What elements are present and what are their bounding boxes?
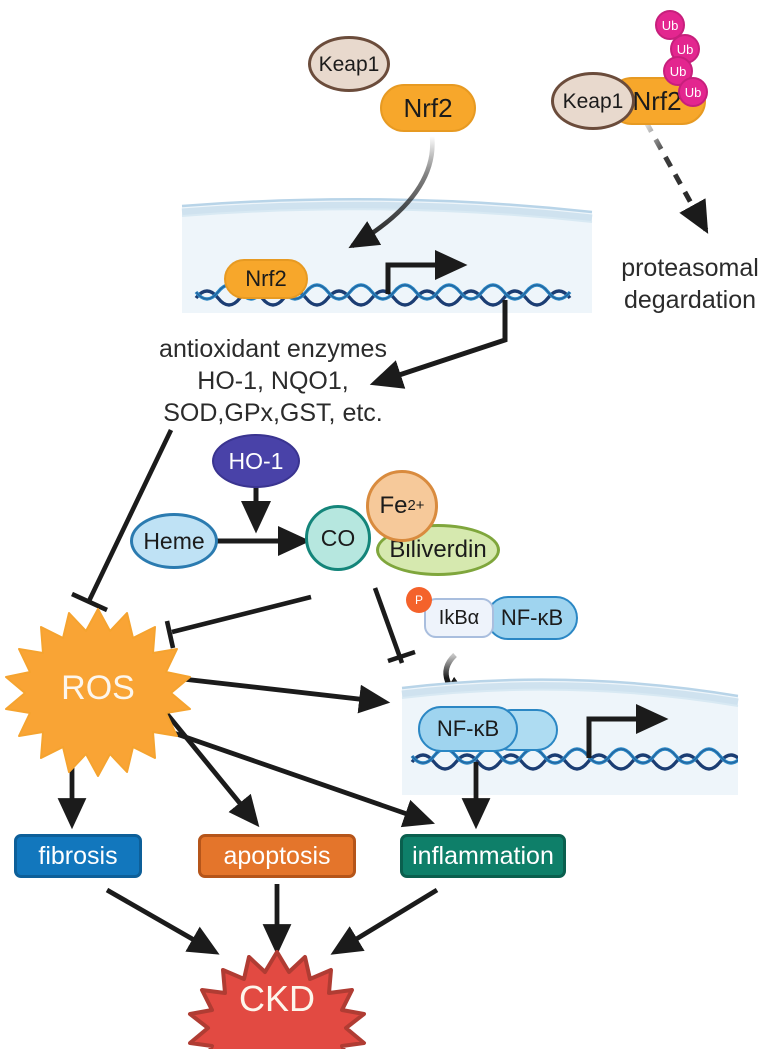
transcription-arrow-upper xyxy=(385,250,468,294)
arrow-fibrosis-to-ckd xyxy=(105,887,220,955)
ikba-inhibitor[interactable]: IkBα xyxy=(424,598,494,638)
dna-helix-lower xyxy=(410,747,738,771)
arrow-ros-to-inflammation xyxy=(167,728,435,828)
keap1-bound[interactable]: Keap1 xyxy=(551,72,635,130)
co-product[interactable]: CO xyxy=(305,505,371,571)
arrow-proteasomal-degradation xyxy=(643,120,709,234)
transcription-arrow-lower xyxy=(586,704,669,758)
nfkb-cytoplasmic[interactable]: NF-κB xyxy=(486,596,578,640)
inhibition-co-to-ros xyxy=(164,594,312,649)
keap1-free[interactable]: Keap1 xyxy=(308,36,390,92)
outcome-apoptosis[interactable]: apoptosis xyxy=(198,834,356,878)
fe-charge: 2+ xyxy=(407,497,425,514)
proteasomal-degradation-label: proteasomal degardation xyxy=(621,254,759,314)
inhibition-enzymes-to-ros xyxy=(71,429,174,613)
inhibition-co-to-nfkb xyxy=(372,587,416,664)
nrf2-in-nucleus[interactable]: Nrf2 xyxy=(224,259,308,299)
ros-starburst xyxy=(5,608,191,777)
arrow-ros-to-apoptosis xyxy=(161,707,260,828)
nrf2-free[interactable]: Nrf2 xyxy=(380,84,476,132)
outcome-inflammation[interactable]: inflammation xyxy=(400,834,566,878)
arrow-nrf2-to-nucleus xyxy=(348,135,435,249)
ubiquitin-icon-4[interactable]: Ub xyxy=(678,77,708,107)
ho1-enzyme[interactable]: HO-1 xyxy=(212,434,300,488)
arrow-ros-to-nucleus xyxy=(173,675,391,714)
nfkb-in-nucleus[interactable]: NF-κB xyxy=(418,706,518,752)
arrow-inflammation-to-ckd xyxy=(330,887,439,955)
fe-symbol: Fe xyxy=(379,492,408,519)
antioxidant-enzymes-label: antioxidant enzymes HO-1, NQO1, SOD,GPx,… xyxy=(159,335,387,427)
phosphate-icon[interactable]: P xyxy=(406,587,432,613)
outcome-fibrosis[interactable]: fibrosis xyxy=(14,834,142,878)
heme-substrate[interactable]: Heme xyxy=(130,513,218,569)
arrow-nucleus-to-enzymes xyxy=(369,300,508,389)
ckd-starburst xyxy=(188,950,366,1049)
